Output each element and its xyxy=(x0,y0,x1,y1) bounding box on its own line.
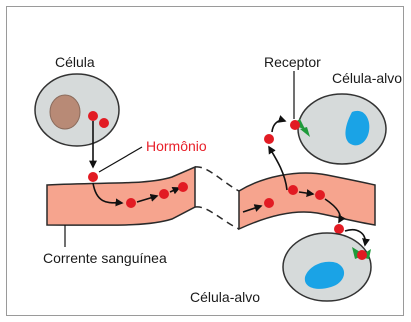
target-cell-top xyxy=(290,94,386,164)
hormone-molecule xyxy=(357,250,367,260)
hormone-molecule xyxy=(99,118,109,128)
hormone-molecule xyxy=(290,120,300,130)
hormone-label: Hormônio xyxy=(146,138,207,154)
hormone-molecule xyxy=(126,198,136,208)
blood-vessel-left-segment xyxy=(47,167,195,225)
target-cell-bottom xyxy=(283,233,371,301)
hormone-molecule xyxy=(315,190,325,200)
hormone-molecule xyxy=(334,224,344,234)
hormone-molecule xyxy=(264,134,274,144)
binding-arrow-top xyxy=(272,120,285,132)
receptor-label: Receptor xyxy=(264,54,321,70)
target-cell-bottom-label: Célula-alvo xyxy=(190,289,260,305)
source-cell-nucleus xyxy=(50,95,80,129)
hormone-molecule xyxy=(159,189,169,199)
target-cell-top-label: Célula-alvo xyxy=(332,70,402,86)
hormone-signaling-diagram: Hormônio Receptor Célula-alvo Célula-alv… xyxy=(7,7,404,316)
hormone-molecule xyxy=(88,172,98,182)
bloodstream-label: Corrente sanguínea xyxy=(43,250,167,266)
blood-vessel-gap-dashes xyxy=(195,167,239,229)
hormone-molecule xyxy=(178,182,188,192)
diagram-frame: Hormônio Receptor Célula-alvo Célula-alv… xyxy=(6,6,404,316)
target-cell-top-body xyxy=(298,94,386,164)
source-cell-label: Célula xyxy=(55,54,95,70)
hormone-molecule xyxy=(288,185,298,195)
hormone-molecule xyxy=(264,198,274,208)
hormone-molecule xyxy=(88,111,98,121)
source-cell xyxy=(35,74,119,146)
hormone-label-pointer xyxy=(99,147,142,172)
blood-vessel-right-segment xyxy=(239,173,375,229)
